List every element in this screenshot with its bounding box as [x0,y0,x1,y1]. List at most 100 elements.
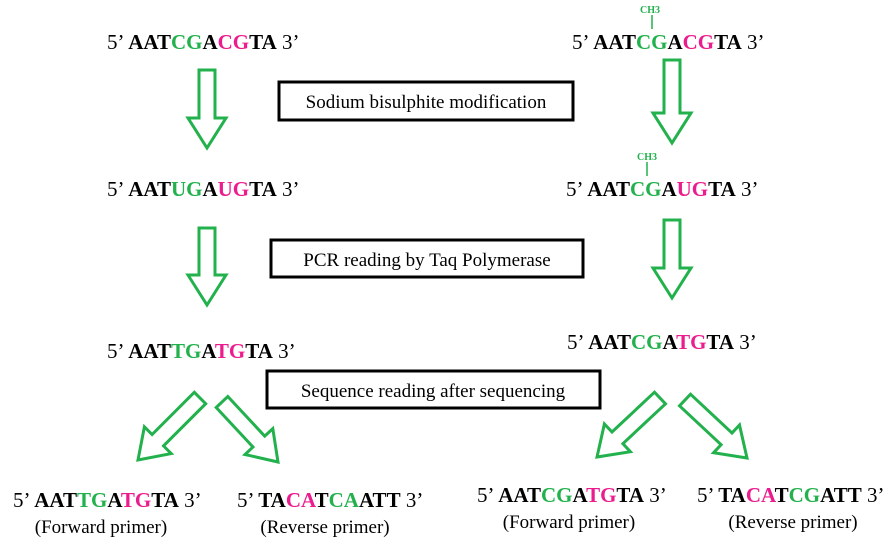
base-segment: A [572,483,588,507]
base-segment: A [662,330,678,354]
base-segment: UG [677,177,709,201]
bisulphite-box [277,80,575,122]
base-segment: A [201,339,217,363]
base-segment: A [202,30,218,54]
base-segment: TG [171,339,201,363]
methyl-marker-middle: CH3 [637,152,657,176]
base-segment: A [661,177,677,201]
diagonal-arrow-icon [214,394,280,464]
five-prime-end: 5’ [13,488,34,512]
three-prime-end: 3’ [862,483,885,507]
base-segment: CG [789,483,821,507]
five-prime-end: 5’ [237,488,258,512]
methyl-label: CH3 [640,5,660,16]
arrows [136,58,749,464]
diagonal-arrow-icon [595,390,668,459]
base-segment: AAT [128,339,171,363]
base-segment: TG [77,488,107,512]
seq-right-pcr: 5’ AATCGATGTA 3’ [567,330,757,354]
methyl-label: CH3 [637,152,657,163]
base-segment: TA [245,339,273,363]
diagonal-arrow-icon [136,390,208,462]
base-segment: CG [218,30,250,54]
methyl-marker-top: CH3 [640,5,660,29]
base-segment: T [315,488,329,512]
five-prime-end: 5’ [567,330,588,354]
down-arrow-icon [650,58,694,146]
seq-left-bisulphite: 5’ AATUGAUGTA 3’ [107,177,300,201]
three-prime-end: 3’ [742,30,765,54]
down-arrow-icon [185,68,229,151]
base-segment: AAT [588,330,631,354]
pcr-box [269,238,585,279]
base-segment: AAT [587,177,630,201]
three-prime-end: 3’ [277,30,300,54]
base-segment: TA [714,30,742,54]
three-prime-end: 3’ [179,488,202,512]
three-prime-end: 3’ [273,339,296,363]
base-segment: TA [258,488,286,512]
base-segment: ATT [359,488,401,512]
base-segment: CG [541,483,573,507]
base-segment: TA [708,177,736,201]
five-prime-end: 5’ [697,483,718,507]
base-segment: TG [676,330,706,354]
five-prime-end: 5’ [107,177,128,201]
base-segment: AAT [128,177,171,201]
five-prime-end: 5’ [566,177,587,201]
base-segment: TA [718,483,746,507]
five-prime-end: 5’ [572,30,593,54]
seq-right-bisulphite: 5’ AATCGAUGTA 3’ [566,177,759,201]
seq-left-reverse: 5’ TACATCAATT 3’ [237,488,423,512]
three-prime-end: 3’ [734,330,757,354]
base-segment: CG [636,30,668,54]
base-segment: UG [218,177,250,201]
right-reverse-primer-label: (Reverse primer) [728,512,857,533]
base-segment: CG [171,30,203,54]
left-forward-primer-label: (Forward primer) [35,517,167,538]
base-segment: TG [215,339,245,363]
base-segment: AAT [498,483,541,507]
five-prime-end: 5’ [107,30,128,54]
base-segment: TG [121,488,151,512]
seq-left-pcr: 5’ AATTGATGTA 3’ [107,339,296,363]
base-segment: T [775,483,789,507]
bisulphite-box-label: Sodium bisulphite modification [306,92,547,113]
base-segment: CA [329,488,360,512]
seq-right-original: 5’ AATCGACGTA 3’ [572,30,765,54]
diagonal-arrow-icon [677,392,749,460]
base-segment: TA [249,177,277,201]
base-segment: TG [586,483,616,507]
base-segment: AAT [128,30,171,54]
base-segment: AAT [593,30,636,54]
seq-left-forward: 5’ AATTGATGTA 3’ [13,488,202,512]
five-prime-end: 5’ [477,483,498,507]
down-arrow-icon [650,218,694,301]
seq-right-reverse: 5’ TACATCGATT 3’ [697,483,884,507]
base-segment: UG [171,177,203,201]
pcr-box-label: PCR reading by Taq Polymerase [303,250,550,271]
three-prime-end: 3’ [277,177,300,201]
down-arrow-icon [185,226,229,308]
five-prime-end: 5’ [107,339,128,363]
base-segment: TA [151,488,179,512]
three-prime-end: 3’ [736,177,759,201]
base-segment: CG [683,30,715,54]
three-prime-end: 3’ [644,483,667,507]
sequencing-box [265,369,602,410]
base-segment: CA [286,488,317,512]
base-segment: CG [631,330,663,354]
base-segment: TA [249,30,277,54]
base-segment: A [202,177,218,201]
base-segment: A [667,30,683,54]
sequencing-box-label: Sequence reading after sequencing [301,381,566,402]
base-segment: TA [706,330,734,354]
base-segment: A [107,488,123,512]
left-reverse-primer-label: (Reverse primer) [260,517,389,538]
base-segment: AAT [34,488,77,512]
base-segment: TA [616,483,644,507]
three-prime-end: 3’ [401,488,424,512]
right-forward-primer-label: (Forward primer) [503,512,635,533]
base-segment: ATT [820,483,862,507]
